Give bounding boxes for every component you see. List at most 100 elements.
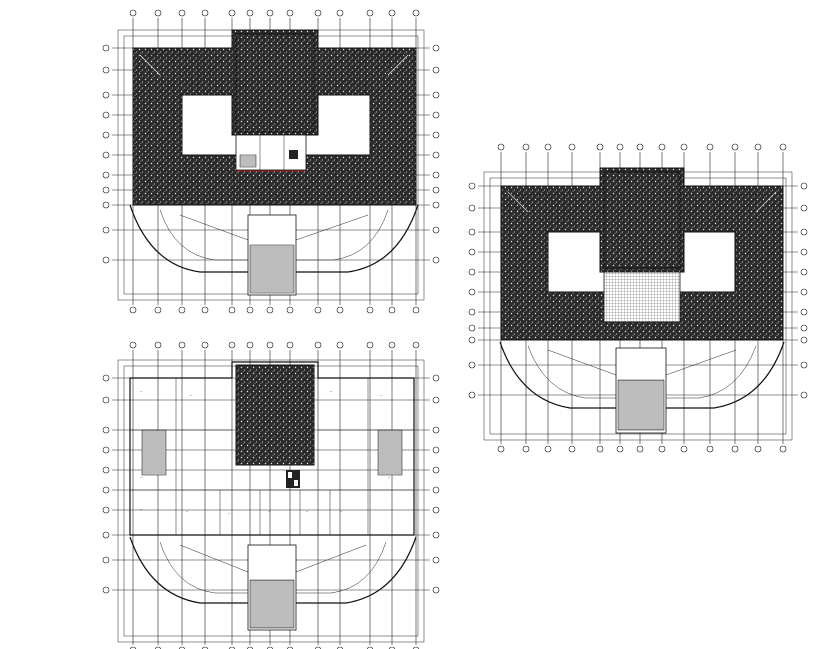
grid-bubble — [228, 9, 236, 17]
room-label: — — [140, 507, 143, 511]
ramp-line — [665, 349, 737, 376]
grid-bubble — [800, 308, 808, 316]
grid-bubble — [800, 182, 808, 190]
grid-bubble — [432, 466, 440, 474]
grid-bubble — [468, 361, 476, 369]
grid-bubble — [432, 111, 440, 119]
grid-bubble — [129, 341, 137, 349]
lift-door — [294, 480, 298, 486]
grid-bubble — [314, 341, 322, 349]
grid-bubble — [432, 586, 440, 594]
grid-bubble — [636, 445, 644, 453]
grid-bubble — [544, 143, 552, 151]
grid-bubble — [468, 228, 476, 236]
grid-bubble — [616, 445, 624, 453]
curved-wing-left — [129, 204, 248, 273]
grid-bubble — [616, 143, 624, 151]
room-label: — — [140, 389, 143, 393]
grid-bubble — [178, 9, 186, 17]
roof-plan-top — [102, 9, 440, 314]
stair-treads — [617, 379, 665, 431]
grid-bubble — [102, 201, 110, 209]
grid-bubble — [468, 182, 476, 190]
grid-bubble — [680, 445, 688, 453]
hip-line — [755, 191, 777, 213]
curved-inner-left — [159, 541, 248, 594]
grid-bubble — [754, 445, 762, 453]
stair-core — [239, 154, 257, 168]
grid-bubble — [286, 9, 294, 17]
stair-treads — [249, 579, 295, 629]
grid-bubble — [336, 9, 344, 17]
grid-bubble — [102, 226, 110, 234]
ramp-line — [547, 349, 617, 376]
grid-bubble — [228, 306, 236, 314]
grid-bubble — [102, 426, 110, 434]
grid-bubble — [731, 143, 739, 151]
ridge-line-right — [719, 193, 774, 223]
grid-bubble — [800, 324, 808, 332]
grid-bubble — [800, 288, 808, 296]
roof-center-hatch — [603, 171, 681, 269]
room-label: — — [268, 509, 271, 513]
grid-bubble — [129, 9, 137, 17]
grid-bubble — [432, 201, 440, 209]
lift-door — [288, 472, 292, 478]
grid-bubble — [102, 466, 110, 474]
room-labels: ———————————— — [140, 389, 391, 515]
grid-bubble — [201, 9, 209, 17]
grid-bubble — [228, 341, 236, 349]
grid-bubble — [102, 586, 110, 594]
curved-inner-left — [159, 209, 248, 261]
grid-bubble — [731, 445, 739, 453]
grid-bubble — [432, 226, 440, 234]
grid-bubble — [432, 256, 440, 264]
lift-box — [289, 150, 298, 159]
grid-bubble — [154, 306, 162, 314]
floor-plan-bottom: ———————————— — [102, 341, 440, 649]
grid-bubble — [568, 445, 576, 453]
ramp-line — [295, 214, 369, 241]
grid-bubble — [432, 396, 440, 404]
ramp-line — [179, 544, 249, 573]
grid-bubble — [432, 486, 440, 494]
grid-bubble — [779, 445, 787, 453]
grid-bubble — [468, 288, 476, 296]
grid-bubble — [336, 306, 344, 314]
grid-bubble — [468, 391, 476, 399]
grid-bubble — [432, 556, 440, 564]
grid-bubble — [568, 143, 576, 151]
tiled-terrace — [603, 271, 681, 323]
grid-bubble — [266, 9, 274, 17]
exterior-walls — [129, 361, 415, 536]
ridge-line-right — [349, 54, 408, 86]
grid-bubble — [102, 151, 110, 159]
grid-bubble — [154, 9, 162, 17]
ramp-line — [179, 214, 249, 241]
curved-inner-left — [527, 345, 616, 399]
grid-bubble — [432, 506, 440, 514]
grid-bubble — [800, 248, 808, 256]
ridge-line-left — [140, 54, 201, 86]
grid-bubble — [102, 171, 110, 179]
grid-bubble — [201, 341, 209, 349]
grid-bubble — [522, 143, 530, 151]
grid-bubble — [800, 204, 808, 212]
grid-bubble — [497, 445, 505, 453]
grid-bubble — [102, 256, 110, 264]
curved-wing-right — [296, 536, 417, 604]
room-label: — — [330, 389, 333, 393]
grid-bubble — [468, 324, 476, 332]
grid-bubble — [314, 306, 322, 314]
grid-bubble — [432, 531, 440, 539]
grid-bubble — [102, 131, 110, 139]
grid-bubble — [432, 131, 440, 139]
roof-center-hatch — [235, 33, 315, 133]
grid-bubble — [432, 151, 440, 159]
grid-bubble — [102, 66, 110, 74]
hip-line — [387, 54, 409, 76]
grid-bubble — [178, 306, 186, 314]
grid-bubble — [412, 306, 420, 314]
grid-bubble — [286, 341, 294, 349]
